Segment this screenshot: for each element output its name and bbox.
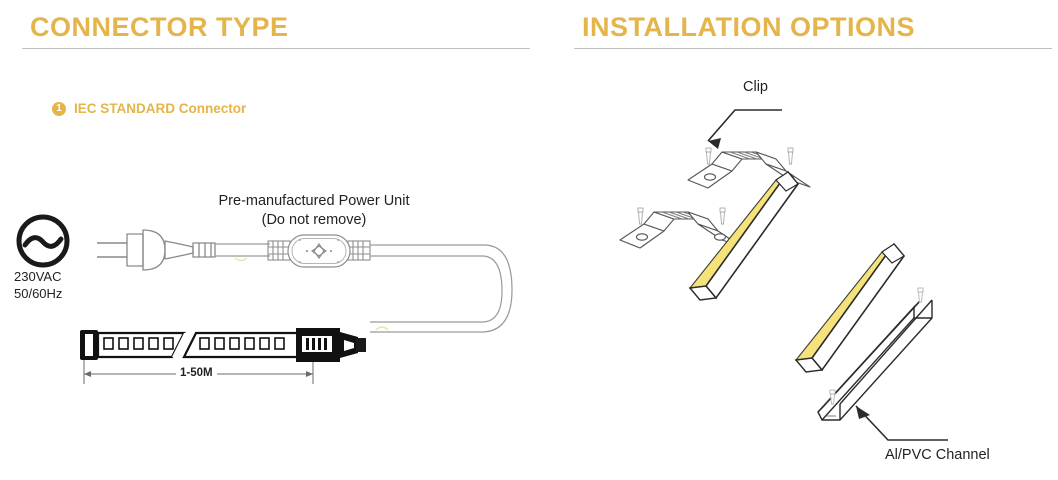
cable-highlight-2-icon	[375, 326, 389, 331]
cable-highlight-icon	[234, 257, 248, 262]
cable-plug-to-unit	[215, 243, 270, 257]
connector-assembly-drawing	[16, 214, 513, 384]
arrow-down-left-icon	[707, 109, 782, 149]
strip-connector-icon	[296, 328, 366, 362]
arrow-up-left-icon	[855, 405, 948, 441]
clip-label: Clip	[743, 79, 768, 95]
power-unit-icon	[267, 234, 371, 268]
power-unit-note: (Do not remove)	[261, 212, 367, 229]
divider	[574, 48, 1052, 49]
euro-plug-icon	[97, 229, 216, 271]
led-strip-bar-icon	[794, 242, 906, 373]
panel-installation-options: INSTALLATION OPTIONS	[560, 0, 1058, 480]
mounting-clip-icon	[687, 151, 811, 189]
power-unit-emblem-icon	[306, 243, 332, 259]
frequency-value: 50/60Hz	[14, 286, 63, 302]
screw-icon	[637, 207, 726, 225]
end-cap-icon	[80, 330, 98, 360]
mounting-clip-icon	[619, 211, 743, 249]
cable-loop-icon	[370, 244, 513, 333]
page-title-installation-options: INSTALLATION OPTIONS	[582, 12, 915, 42]
panel-connector-type: CONNECTOR TYPE 1 IEC STANDARD Connector	[14, 12, 530, 384]
voltage-label: 230VAC 50/60Hz	[14, 268, 62, 302]
channel-label: Al/PVC Channel	[885, 447, 990, 463]
number-badge-icon: 1	[52, 101, 66, 116]
led-strip-icon	[80, 328, 366, 362]
divider	[22, 48, 530, 49]
installation-options-drawing	[619, 109, 948, 441]
power-unit-title: Pre-manufactured Power Unit	[218, 193, 410, 209]
screw-icon	[829, 287, 924, 405]
bullet-label: IEC STANDARD Connector	[74, 101, 247, 116]
ac-power-icon	[16, 214, 70, 268]
screw-icon	[705, 147, 794, 165]
led-strip-bar-icon	[688, 170, 800, 301]
power-unit-label: Pre-manufactured Power Unit (Do not remo…	[204, 192, 424, 230]
bullet-iec-standard-connector: 1 IEC STANDARD Connector	[52, 101, 246, 116]
page-title-connector-type: CONNECTOR TYPE	[30, 12, 289, 42]
dimension-label: 1-50M	[176, 367, 217, 379]
voltage-value: 230VAC	[14, 269, 62, 284]
